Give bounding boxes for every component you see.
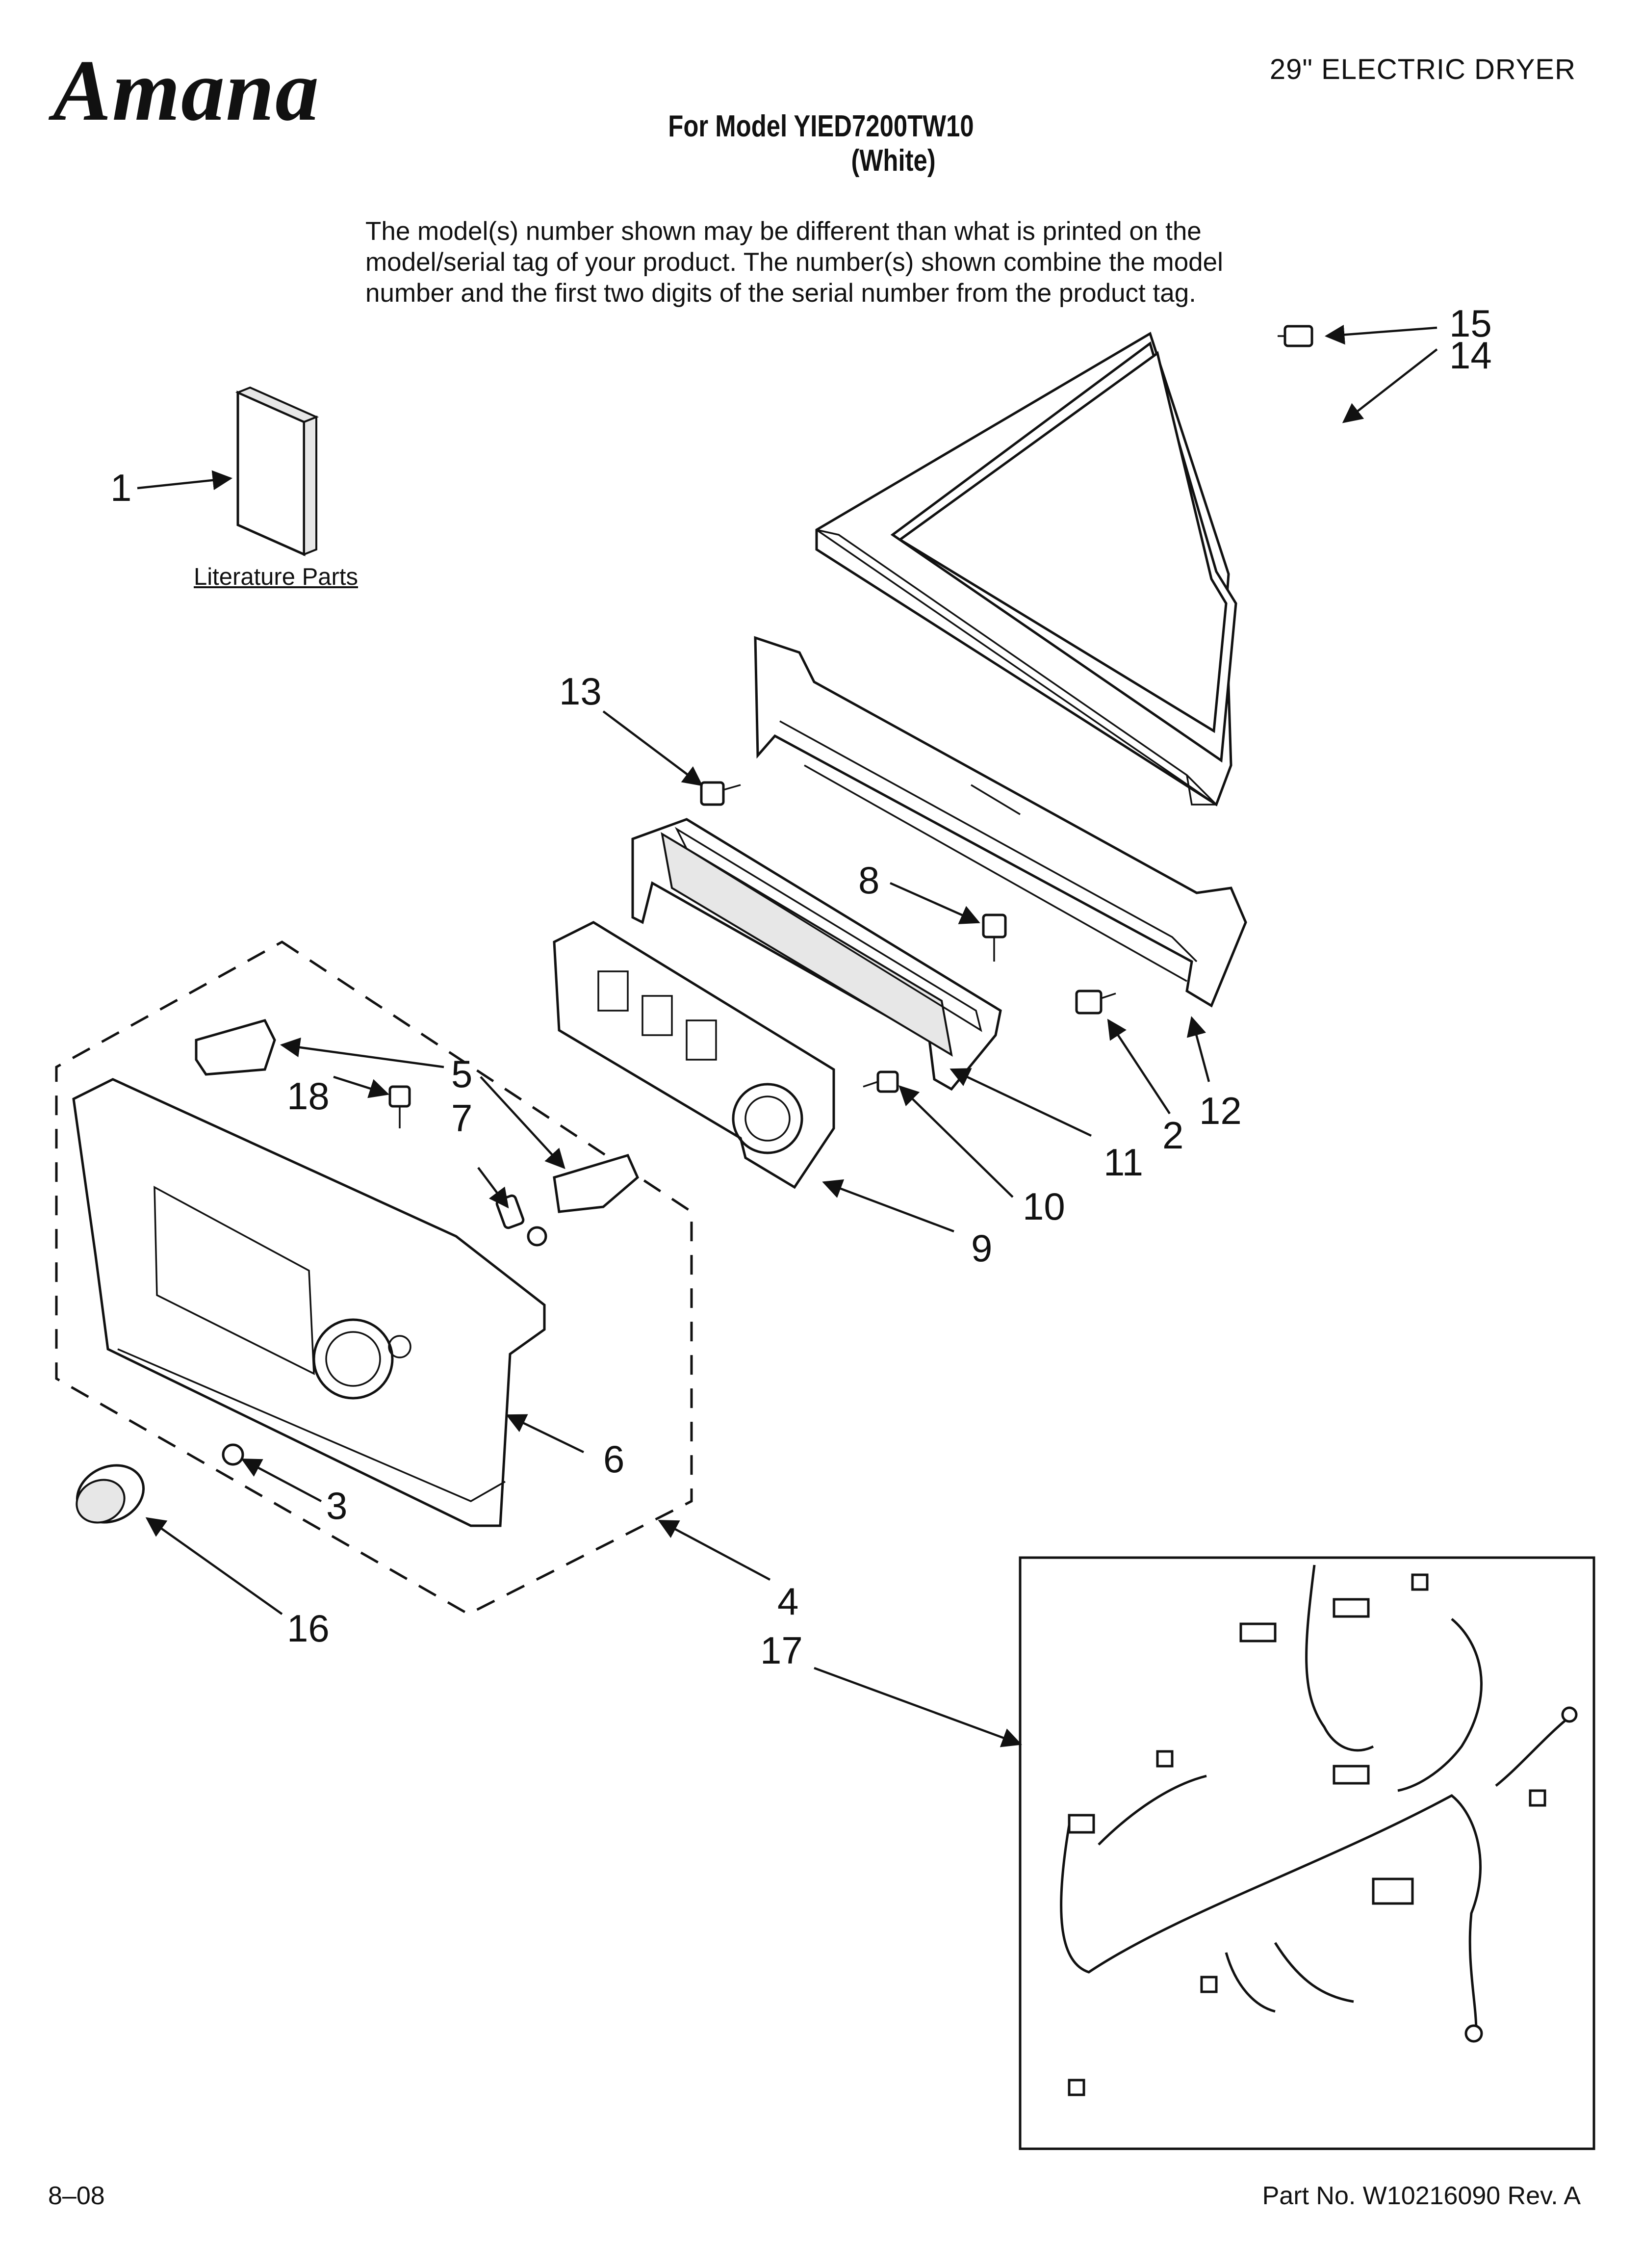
console-assembly-boundary bbox=[55, 940, 693, 1616]
model-title: For Model YIED7200TW10 bbox=[668, 109, 974, 143]
notice-line-2: model/serial tag of your product. The nu… bbox=[365, 248, 1223, 277]
callout-1: 1 bbox=[110, 466, 132, 509]
wire-harness-inset bbox=[1019, 1556, 1595, 2150]
screw-8 bbox=[982, 913, 1007, 962]
notice-line-1: The model(s) number shown may be differe… bbox=[365, 217, 1202, 246]
screw-18 bbox=[388, 1085, 411, 1128]
literature-booklet bbox=[235, 386, 319, 556]
button-3 bbox=[222, 1443, 244, 1466]
model-color: (White) bbox=[851, 144, 936, 178]
bracket-5-upper bbox=[195, 1019, 276, 1076]
callout-2: 2 bbox=[1162, 1114, 1184, 1157]
control-housing bbox=[631, 818, 1002, 1091]
callout-8: 8 bbox=[858, 859, 880, 902]
callout-15: 15 bbox=[1449, 302, 1492, 345]
callout-14: 14 bbox=[1449, 314, 1492, 374]
electronic-control-board bbox=[553, 921, 835, 1189]
callout-7: 7 bbox=[451, 1096, 473, 1140]
product-type: 29" ELECTRIC DRYER bbox=[1269, 53, 1576, 85]
control-knob bbox=[76, 1464, 145, 1524]
leader-lines bbox=[137, 325, 1438, 1747]
screw-13 bbox=[700, 781, 741, 806]
part-number: Part No. W10216090 Rev. A bbox=[1262, 2182, 1581, 2210]
top-panel bbox=[815, 332, 1237, 807]
callout-9: 9 bbox=[971, 1226, 993, 1270]
amana-logo: Amana bbox=[53, 42, 320, 139]
revision-date: 8–08 bbox=[48, 2182, 105, 2210]
callout-12: 12 bbox=[1199, 1089, 1242, 1132]
notice-line-3: number and the first two digits of the s… bbox=[365, 279, 1196, 308]
screw-15 bbox=[1278, 325, 1313, 347]
model-notice: The model(s) number shown may be differe… bbox=[365, 216, 1223, 309]
callout-3: 3 bbox=[326, 1484, 348, 1527]
console-front bbox=[72, 1078, 546, 1527]
callout-14-text: 14 bbox=[1449, 334, 1492, 377]
callout-16: 16 bbox=[287, 1607, 330, 1650]
literature-parts-label: Literature Parts bbox=[194, 564, 358, 590]
console-bracket bbox=[754, 636, 1247, 1008]
callout-10: 10 bbox=[1023, 1185, 1065, 1228]
bracket-5-lower bbox=[553, 1153, 640, 1213]
callout-13: 13 bbox=[559, 670, 602, 713]
screw-10 bbox=[863, 1070, 899, 1093]
screw-2 bbox=[1075, 990, 1116, 1015]
callout-6: 6 bbox=[603, 1437, 625, 1481]
callout-17: 17 bbox=[760, 1629, 803, 1672]
callout-4: 4 bbox=[777, 1580, 799, 1623]
callout-18: 18 bbox=[287, 1074, 330, 1118]
callout-5: 5 bbox=[451, 1052, 473, 1095]
callout-11: 11 bbox=[1103, 1141, 1143, 1184]
